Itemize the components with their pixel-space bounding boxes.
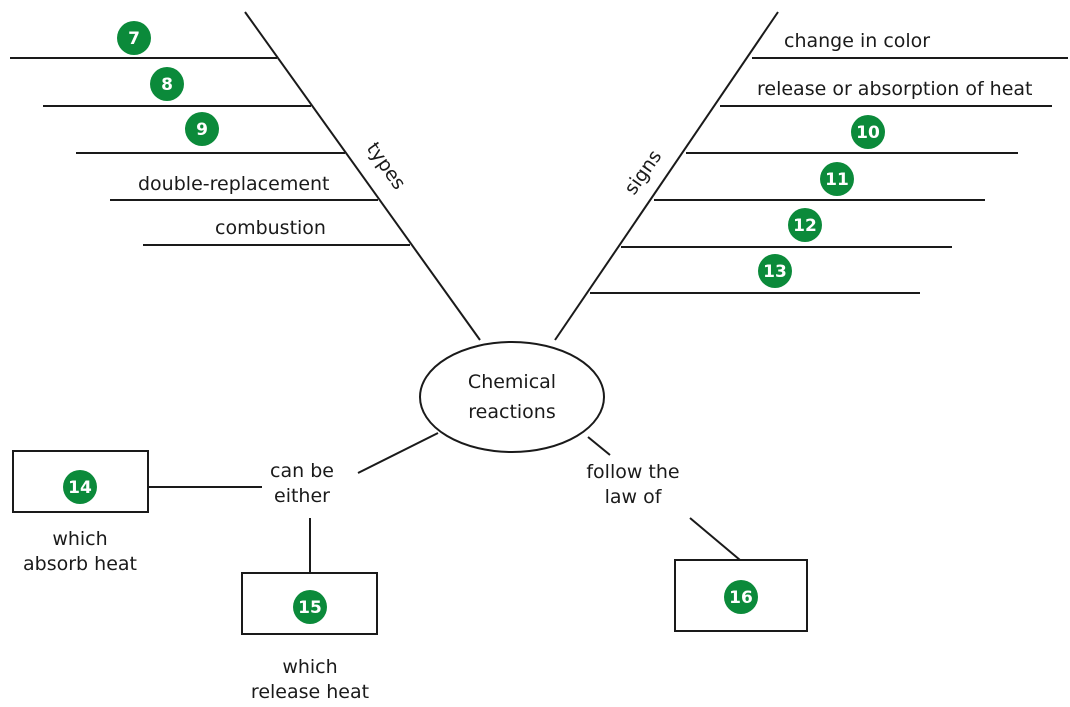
canbe-label-line2: either [274, 485, 330, 507]
badge-8: 8 [150, 67, 184, 101]
types-spine [244, 11, 481, 341]
svg-text:7: 7 [128, 29, 140, 49]
sign-release-or-absorption: release or absorption of heat [757, 78, 1033, 100]
signs-spine [554, 11, 779, 341]
type-double-replacement: double-replacement [138, 173, 330, 195]
center-node [419, 341, 605, 453]
badge-9: 9 [185, 112, 219, 146]
svg-text:16: 16 [729, 588, 753, 608]
svg-text:12: 12 [793, 216, 817, 236]
center-label-line1: Chemical [468, 371, 556, 393]
connector-follow-to-box16 [689, 517, 741, 561]
badge-13: 13 [758, 254, 792, 288]
badge-12: 12 [788, 208, 822, 242]
sign-change-in-color: change in color [784, 30, 930, 52]
answer-box-15 [241, 572, 378, 635]
connector-center-to-canbe [357, 432, 439, 474]
signs-branch-label: signs [620, 146, 666, 199]
badge-10: 10 [851, 115, 885, 149]
canbe-label-line1: can be [270, 460, 334, 482]
follow-label-line1: follow the [586, 461, 679, 483]
center-label-line2: reactions [468, 401, 555, 423]
svg-text:10: 10 [856, 123, 880, 143]
type-combustion: combustion [215, 217, 326, 239]
svg-text:8: 8 [161, 75, 173, 95]
svg-text:15: 15 [298, 598, 322, 618]
answer-box-14 [12, 450, 149, 513]
svg-text:11: 11 [825, 170, 849, 190]
box15-caption-line2: release heat [251, 681, 369, 703]
badge-15: 15 [293, 590, 327, 624]
follow-label-line2: law of [605, 486, 663, 508]
svg-text:13: 13 [763, 262, 787, 282]
badge-16: 16 [724, 580, 758, 614]
connector-center-to-follow [587, 436, 611, 456]
box14-caption-line2: absorb heat [23, 553, 137, 575]
box14-caption-line1: which [52, 528, 107, 550]
badge-7: 7 [117, 21, 151, 55]
badge-11: 11 [820, 162, 854, 196]
box15-caption-line1: which [282, 656, 337, 678]
svg-text:9: 9 [196, 120, 208, 140]
answer-box-16 [674, 559, 808, 632]
badge-14: 14 [63, 470, 97, 504]
svg-text:14: 14 [68, 478, 92, 498]
